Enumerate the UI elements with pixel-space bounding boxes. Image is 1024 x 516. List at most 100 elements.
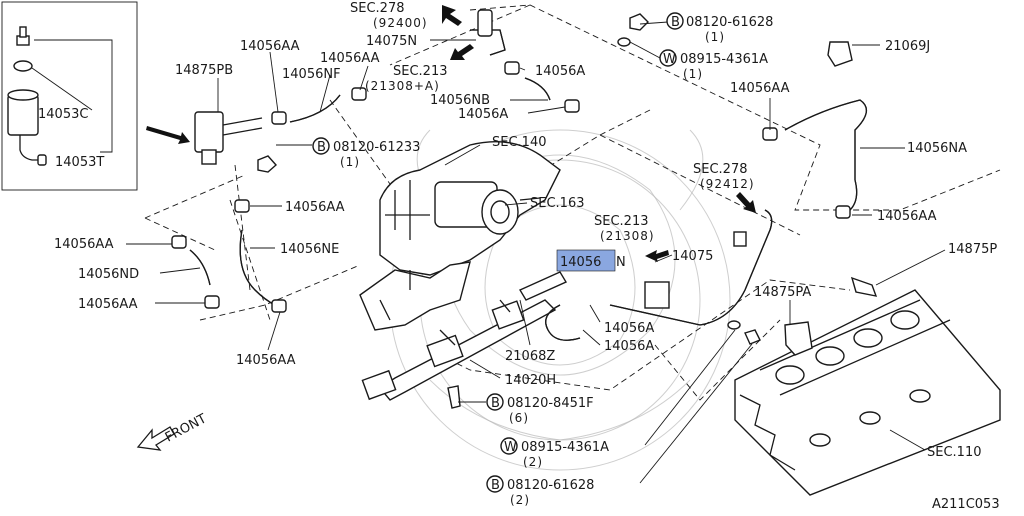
clamp-14056AA-8[interactable] [271,299,287,313]
hose-14056NA[interactable] [784,99,867,211]
label-14056AA-7: 14056AA [78,297,138,312]
arrow-sec213-mid [645,250,669,262]
arrow-sec278-mid [736,192,756,213]
bolt-08120-8451F[interactable] [447,385,461,409]
inset-box: 14053C 14053T [1,1,138,191]
label-sec278-mid: SEC.278 [693,162,748,177]
part-labels: 14875PB 14056AA 14056AA 14056NF SEC.278 … [54,1,1000,512]
label-14056A-2: 14056A [458,107,508,122]
label-14020H: 14020H [505,373,556,388]
label-14056AA-8: 14056AA [236,353,296,368]
arrow-inlet-14875PB [146,126,190,144]
label-washer-08915-4361A-lower: 08915-4361A [521,440,609,455]
label-bolt-08120-61628-top-qty: (1) [705,30,725,44]
badge-W-1: W [663,52,676,67]
hose-14056ND[interactable] [189,249,211,286]
bolt-08120-61628-top[interactable] [629,13,649,31]
label-bolt-08120-61628-lower-qty: (2) [510,493,530,507]
arrow-sec278-top [442,5,462,26]
pipe-14075[interactable] [609,209,773,326]
circle-badges [312,12,684,493]
label-14056NE: 14056NE [280,242,339,257]
label-14056A-4: 14056A [604,339,654,354]
label-14056NA: 14056NA [907,141,967,156]
diagram-reference-code: A211C053 [932,497,1000,511]
badge-B-1: B [671,15,680,30]
canister-part-14053C[interactable] [7,89,47,166]
label-14056AA-5: 14056AA [54,237,114,252]
label-14056AA-2: 14056AA [320,51,380,66]
hose-14056NE[interactable] [239,229,276,306]
label-14875P: 14875P [948,242,997,257]
label-14053T: 14053T [55,155,104,170]
clamp-14056A-top[interactable] [504,61,520,75]
label-sec213-mid-sub: (21308) [600,229,655,243]
highlight-box-14056[interactable] [556,249,616,272]
label-sec163: SEC.163 [530,196,585,211]
label-14056AA-4: 14056AA [877,209,937,224]
bolt-08120-61628-lower[interactable] [744,329,761,345]
label-sec213-top-sub: (21308+A) [365,79,440,93]
label-14053C: 14053C [38,107,88,122]
clamp-14056AA-5[interactable] [171,235,187,249]
label-14056A-1: 14056A [535,64,585,79]
intake-manifold-sec140[interactable] [359,140,561,331]
valve-14875PA[interactable] [784,321,813,356]
hose-14056[interactable] [518,271,568,301]
leader-lines [126,21,946,484]
label-bolt-08120-8451F: 08120-8451F [507,396,594,411]
label-washer-08915-4361A-top: 08915-4361A [680,52,768,67]
label-14056A-3: 14056A [604,321,654,336]
label-washer-08915-4361A-lower-qty: (2) [523,455,543,469]
pipe-14075N[interactable] [470,9,506,56]
label-14056ND: 14056ND [78,267,139,282]
clamp-14056AA-4[interactable] [835,205,851,219]
bolt-08120-61233[interactable] [257,155,277,173]
label-14056AA-6: 14056AA [285,200,345,215]
label-front: FRONT [163,411,209,445]
label-sec278-mid-sub: (92412) [700,177,755,191]
bracket-21069J[interactable] [827,41,853,67]
hose-14056NF[interactable] [289,94,341,123]
leader-inset-2 [31,67,93,111]
clamp-14056AA-6[interactable] [234,199,250,213]
inset-frame [1,1,138,191]
clamp-14056AA-2[interactable] [351,87,367,101]
arrow-sec213-top [450,44,474,60]
front-direction-arrow: FRONT [136,411,209,451]
label-bolt-08120-61628-top: 08120-61628 [686,15,773,30]
badge-B-3: B [491,396,500,411]
badge-B-2: B [317,140,326,155]
leader-inset-1 [34,39,113,153]
label-bolt-08120-61233: 08120-61233 [333,140,420,155]
label-14056-highlighted[interactable]: 14056 [560,255,601,270]
label-sec213-mid: SEC.213 [594,214,649,229]
label-14056AA-3: 14056AA [730,81,790,96]
clamp-14056A-mid[interactable] [564,99,580,113]
sensor-14875P[interactable] [850,276,878,297]
badge-B-4: B [491,478,500,493]
clamp-14056AA-7[interactable] [204,295,220,309]
label-21068Z: 21068Z [505,349,555,364]
washer-part-inset[interactable] [13,60,33,72]
label-14875PB: 14875PB [175,63,233,78]
label-sec110: SEC.110 [927,445,982,460]
hose-14056NB[interactable] [524,77,551,101]
valve-14875PB[interactable] [194,111,263,165]
badge-W-2: W [504,440,517,455]
fuel-gallery-14020H[interactable] [361,299,557,401]
cylinder-head-sec110[interactable] [734,289,1001,496]
label-bolt-08120-61628-lower: 08120-61628 [507,478,594,493]
washer-08915-4361A-lower[interactable] [727,320,741,330]
washer-08915-4361A-top[interactable] [617,37,631,47]
label-bolt-08120-8451F-qty: (6) [509,411,529,425]
label-sec140: SEC.140 [492,135,547,150]
bolt-part-inset[interactable] [16,26,30,46]
label-sec278-top: SEC.278 [350,1,405,16]
label-14056NB: 14056NB [430,93,490,108]
label-21069J: 21069J [885,39,930,54]
clamp-14056AA-1[interactable] [271,111,287,125]
label-sec278-top-sub: (92400) [373,16,428,30]
